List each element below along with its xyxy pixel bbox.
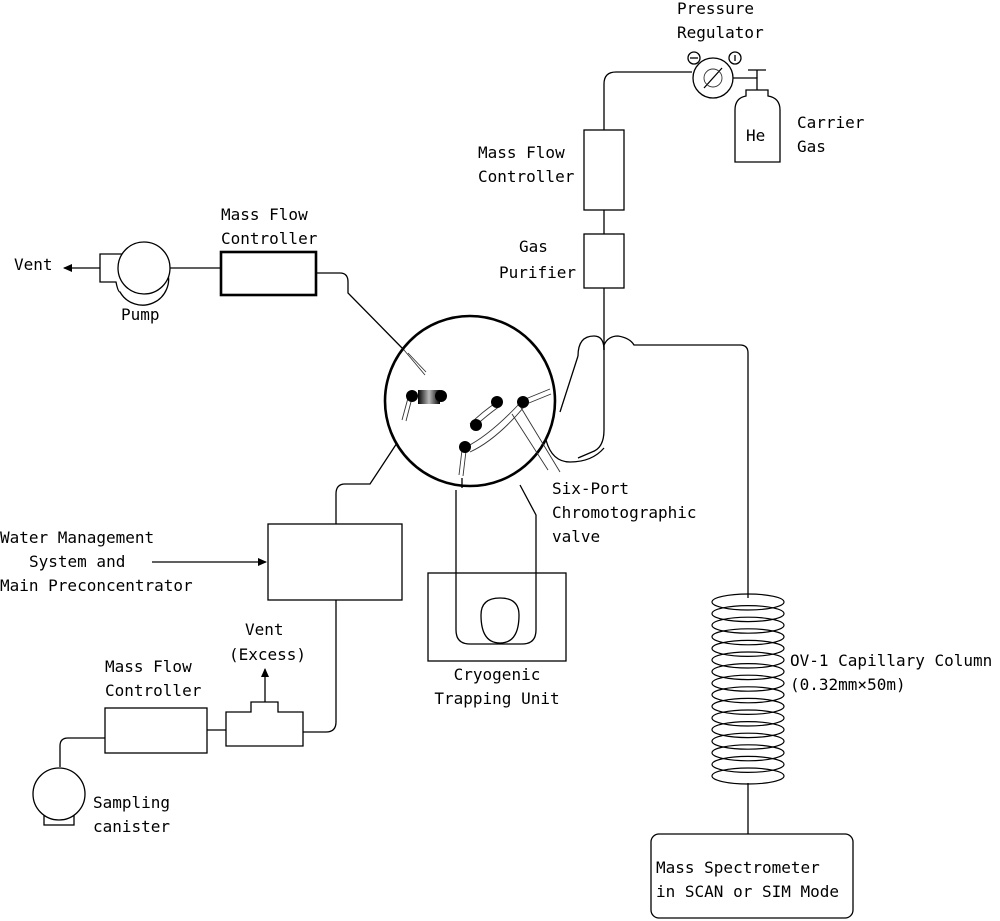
pressure-regulator	[687, 51, 766, 99]
column-line	[559, 335, 749, 834]
svg-text:Mass Flow: Mass Flow	[221, 205, 308, 224]
he-label: He	[746, 126, 765, 145]
coil-turn	[711, 604, 785, 623]
svg-text:Trapping Unit: Trapping Unit	[434, 689, 559, 708]
cryogenic-trapping-unit: Cryogenic Trapping Unit	[427, 478, 567, 708]
capillary-column-label: OV-1 Capillary Column (0.32mm×50m)	[790, 651, 992, 694]
coil-turn	[711, 686, 785, 704]
svg-text:Controller: Controller	[221, 229, 318, 248]
svg-text:Pump: Pump	[121, 305, 160, 324]
svg-text:Main Preconcentrator: Main Preconcentrator	[0, 576, 193, 595]
svg-text:OV-1 Capillary Column: OV-1 Capillary Column	[790, 651, 992, 670]
svg-text:Controller: Controller	[105, 681, 202, 700]
coil-turn	[711, 755, 785, 774]
svg-text:Controller: Controller	[478, 167, 575, 186]
svg-text:Pressure: Pressure	[677, 0, 754, 18]
svg-text:Gas: Gas	[797, 137, 826, 156]
coil-turn	[711, 720, 785, 739]
pump: Pump	[99, 241, 171, 324]
vent-pump: Vent	[14, 255, 100, 274]
mass-flow-controller-pump: Mass Flow Controller	[219, 205, 318, 297]
svg-text:(Excess): (Excess)	[229, 645, 306, 664]
tee-fitting	[225, 701, 304, 747]
water-management-system	[267, 523, 403, 601]
mass-flow-controller-sample: Mass Flow Controller	[104, 657, 208, 754]
svg-text:Vent: Vent	[14, 255, 53, 274]
svg-text:Gas: Gas	[519, 237, 548, 256]
coil-turn	[711, 651, 785, 669]
pressure-regulator-label: Pressure Regulator	[677, 0, 764, 42]
water-management-label: Water Management System and Main Preconc…	[0, 528, 267, 595]
svg-text:canister: canister	[93, 817, 170, 836]
svg-text:Purifier: Purifier	[499, 263, 576, 282]
svg-text:(0.32mm×50m): (0.32mm×50m)	[790, 675, 906, 694]
svg-text:Cryogenic: Cryogenic	[454, 665, 541, 684]
svg-text:System and: System and	[29, 552, 125, 571]
mass-spectrometer: Mass Spectrometer in SCAN or SIM Mode	[650, 833, 854, 919]
gas-purifier: Gas Purifier	[499, 233, 625, 289]
carrier-gas-label: Carrier Gas	[797, 113, 865, 156]
svg-text:Six-Port: Six-Port	[552, 479, 629, 498]
svg-text:Chromotographic: Chromotographic	[552, 503, 697, 522]
mass-flow-controller-carrier: Mass Flow Controller	[478, 129, 625, 211]
coil-turn	[711, 732, 785, 750]
coil-turn	[711, 639, 785, 658]
six-port-valve	[383, 314, 561, 488]
svg-text:Mass Flow: Mass Flow	[105, 657, 192, 676]
coil-turn	[711, 593, 785, 611]
svg-text:Mass Spectrometer: Mass Spectrometer	[656, 858, 820, 877]
coil-turn	[711, 767, 785, 785]
coil-turn	[711, 662, 785, 681]
coil-turn	[711, 628, 785, 646]
svg-text:in SCAN or SIM Mode: in SCAN or SIM Mode	[656, 882, 839, 901]
svg-text:valve: valve	[552, 527, 600, 546]
svg-text:Vent: Vent	[245, 620, 284, 639]
coil-turn	[711, 674, 785, 692]
svg-text:Water Management: Water Management	[0, 528, 154, 547]
carrier-gas-line	[577, 71, 692, 459]
svg-text:Mass Flow: Mass Flow	[478, 143, 565, 162]
capillary-column	[711, 593, 785, 785]
coil-turn	[711, 616, 785, 634]
helium-cylinder: He	[734, 89, 781, 163]
coil-turn	[711, 744, 785, 762]
svg-text:Sampling: Sampling	[93, 793, 170, 812]
six-port-valve-label: Six-Port Chromotographic valve	[552, 479, 697, 546]
svg-text:Carrier: Carrier	[797, 113, 865, 132]
vent-excess: Vent (Excess)	[229, 620, 306, 702]
coil-turn	[711, 697, 785, 716]
coil-turn	[711, 709, 785, 727]
svg-text:Regulator: Regulator	[677, 23, 764, 42]
sampling-canister: Sampling canister	[32, 767, 170, 836]
